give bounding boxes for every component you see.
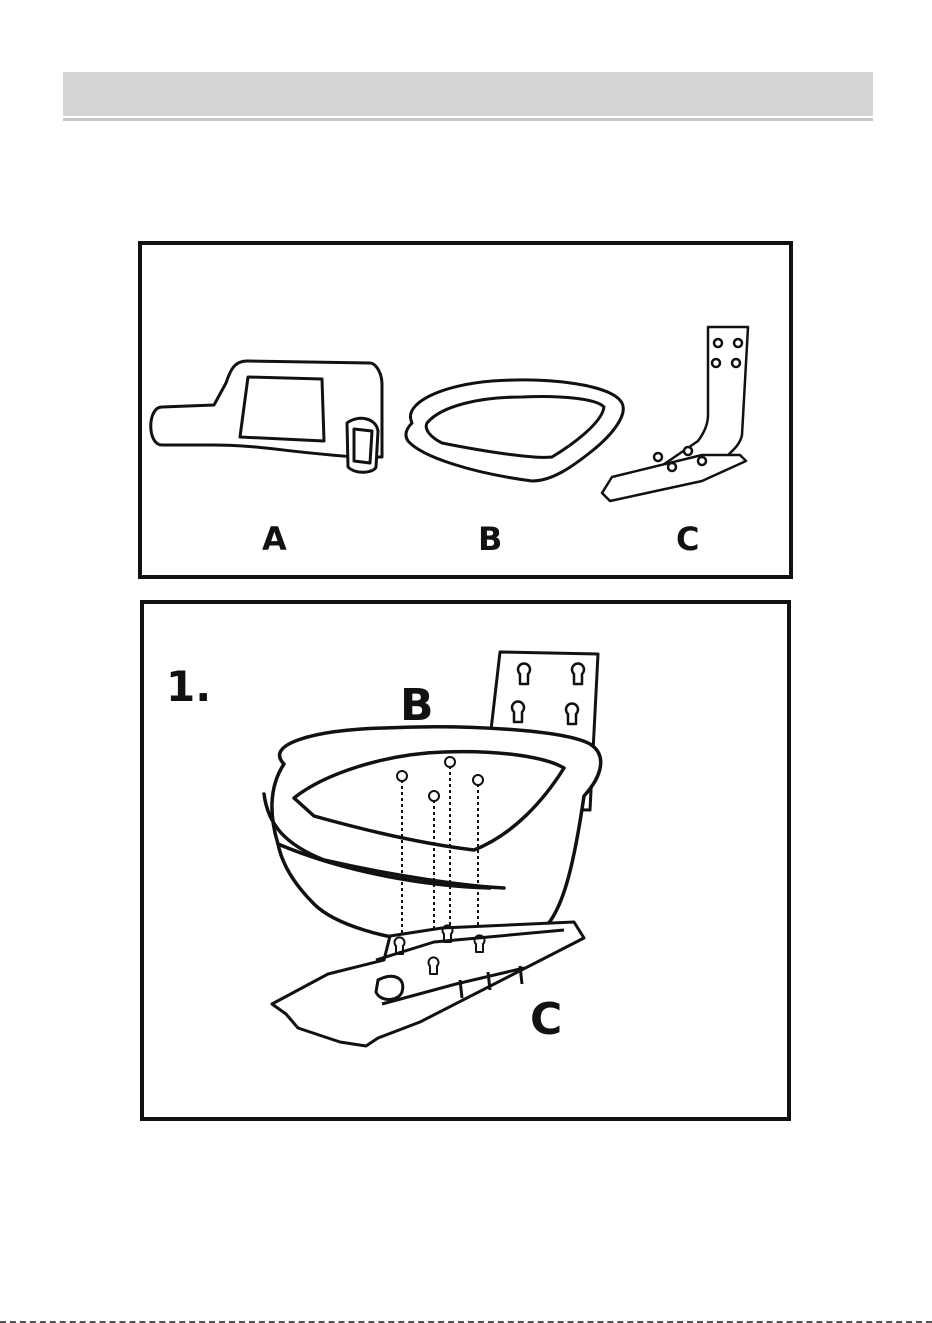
- part-b-seat-illustration: [406, 380, 623, 481]
- callout-b-seat: B: [400, 684, 434, 728]
- seat-illustration: [264, 727, 601, 944]
- part-label-b: B: [478, 523, 502, 555]
- header-rule: [63, 118, 873, 121]
- parts-panel: A B C: [138, 241, 793, 579]
- part-label-a: A: [262, 523, 287, 555]
- header-bar: [63, 72, 873, 116]
- page-bottom-edge: [0, 1319, 932, 1323]
- callout-c-bracket: C: [530, 998, 562, 1042]
- step-1-panel: 1.: [140, 600, 791, 1121]
- part-label-c: C: [676, 523, 699, 555]
- part-a-backrest-illustration: [151, 361, 382, 472]
- step-1-illustration: [144, 604, 787, 1117]
